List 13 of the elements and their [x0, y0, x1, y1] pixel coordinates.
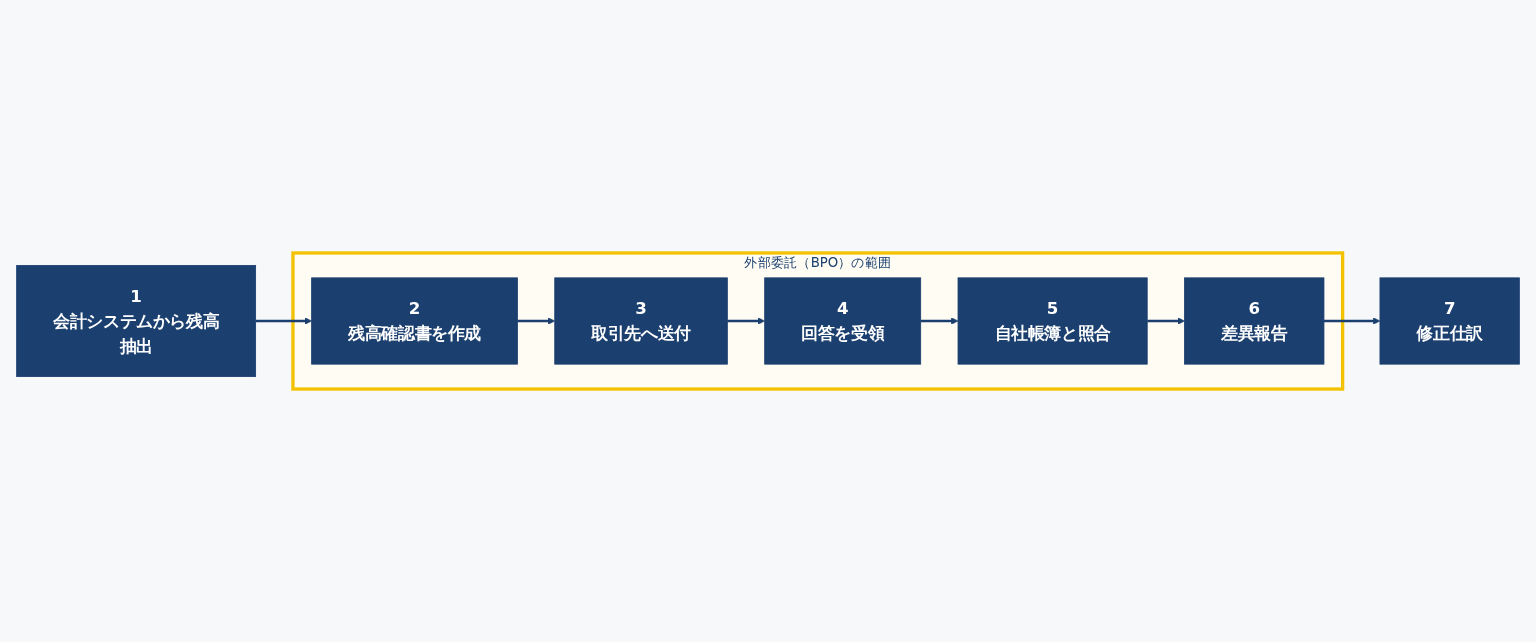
arrow — [517, 317, 556, 325]
arrow — [727, 317, 765, 325]
node-box: 2 残高確認書を作成 — [311, 277, 518, 365]
arrow — [1147, 317, 1185, 325]
node-box: 6 差異報告 — [1184, 277, 1325, 365]
arrow — [255, 317, 312, 325]
node-box: 3 取引先へ送付 — [554, 277, 728, 365]
arrow — [1323, 317, 1381, 325]
node-box: 7 修正仕訳 — [1379, 277, 1520, 365]
node-box: 1 会計システムから残高抽出 — [16, 265, 257, 377]
node-box: 4 回答を受領 — [764, 277, 922, 365]
node-box: 5 自社帳簿と照合 — [957, 277, 1148, 365]
arrow — [920, 317, 959, 325]
